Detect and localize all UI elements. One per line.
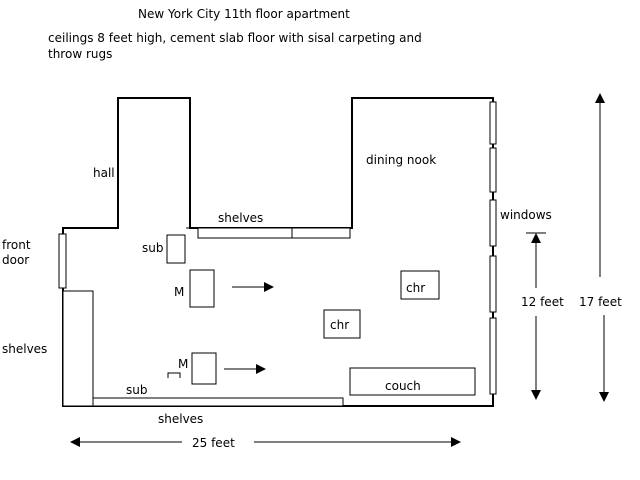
window-5	[489, 317, 497, 395]
sub-top-box	[166, 234, 186, 264]
label-sub-bottom: sub	[126, 383, 147, 397]
apartment-outer-wall	[62, 97, 494, 407]
shelves-top-unit	[186, 227, 351, 239]
shelves-bottom-unit	[92, 397, 344, 407]
label-couch: couch	[385, 379, 421, 393]
label-sub-top: sub	[142, 241, 163, 255]
label-shelves-left: shelves	[2, 342, 47, 356]
window-1	[489, 101, 497, 145]
plan-note-line2: throw rugs	[48, 47, 112, 61]
label-chair-right: chr	[406, 281, 425, 295]
window-3	[489, 199, 497, 247]
chair-right-box	[400, 270, 440, 300]
couch-box	[349, 367, 476, 396]
label-m-top: M	[174, 285, 184, 299]
window-4	[489, 255, 497, 313]
dimension-inner-depth-label: 12 feet	[521, 295, 564, 309]
label-chair-center: chr	[330, 318, 349, 332]
m-top-box	[189, 269, 215, 308]
dimension-width-label: 25 feet	[192, 436, 235, 450]
front-door	[58, 233, 67, 289]
label-m-bottom: M	[178, 357, 188, 371]
label-hall: hall	[93, 166, 115, 180]
dimension-total-depth-label: 17 feet	[579, 295, 622, 309]
label-front-door-line1: front	[2, 238, 31, 252]
chair-center-box	[323, 309, 361, 339]
shelves-left-unit	[62, 290, 94, 407]
plan-title: New York City 11th floor apartment	[138, 7, 350, 21]
window-2	[489, 147, 497, 193]
label-front-door-line2: door	[2, 253, 29, 267]
label-shelves-bottom: shelves	[158, 412, 203, 426]
m-bottom-box	[191, 352, 217, 385]
label-shelves-top: shelves	[218, 211, 263, 225]
sub-bottom-marker	[167, 372, 181, 378]
windows-group	[489, 101, 497, 395]
label-dining-nook: dining nook	[366, 153, 436, 167]
plan-note-line1: ceilings 8 feet high, cement slab floor …	[48, 31, 422, 45]
label-windows: windows	[500, 208, 552, 222]
